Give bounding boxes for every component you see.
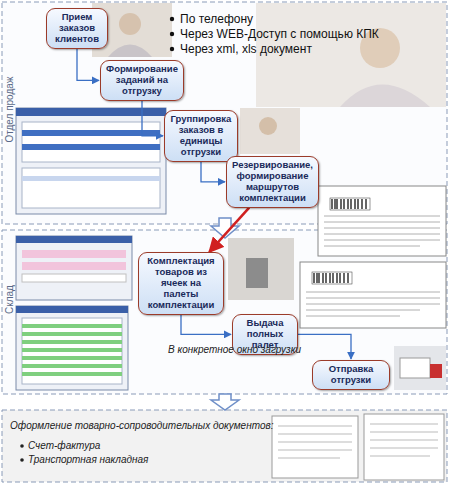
box-text: Группировка заказов в единицы отгрузки	[169, 114, 233, 158]
bullet-text: По телефону	[180, 12, 253, 26]
connector	[298, 334, 351, 359]
photo-headset	[240, 108, 300, 154]
table-lines	[278, 426, 352, 458]
sheet	[300, 262, 446, 328]
window	[16, 306, 128, 390]
box-text: Формирование заданий на отгрузку	[105, 64, 179, 97]
bullet	[20, 458, 24, 462]
connector	[142, 101, 163, 136]
section-label: Отдел продаж	[4, 50, 15, 170]
grid	[22, 122, 160, 162]
grid-rows	[22, 326, 122, 374]
photo-face	[259, 117, 277, 135]
table-lines	[306, 292, 440, 316]
table-lines	[324, 216, 440, 246]
window-title-bar	[16, 306, 128, 313]
barcode	[312, 272, 352, 284]
photo	[228, 238, 294, 300]
truck-body	[400, 358, 430, 378]
flow-arrow	[211, 394, 239, 410]
bullet	[20, 444, 24, 448]
photo	[240, 108, 300, 154]
bullet	[170, 17, 174, 21]
truck-cab	[430, 364, 442, 378]
document-sheet	[318, 186, 446, 256]
screenshot	[16, 236, 132, 300]
process-box: Резервирование, формирование маршрутов к…	[226, 156, 319, 208]
sheet	[364, 414, 444, 480]
section-label: Склад	[4, 240, 15, 360]
grid	[22, 318, 122, 384]
grid	[22, 168, 160, 208]
window-title-bar	[16, 236, 132, 243]
photo-body	[340, 85, 430, 108]
window	[16, 108, 166, 214]
screenshot	[16, 108, 166, 214]
sheet	[318, 186, 446, 256]
photo-truck	[394, 346, 446, 390]
connector	[77, 49, 99, 81]
window-title-bar	[16, 108, 166, 116]
heading-text: Оформление товарно-сопроводительных доку…	[10, 420, 273, 431]
sheet	[272, 416, 358, 478]
section-frame	[2, 410, 447, 482]
process-box: Отправка отгрузки	[312, 360, 390, 390]
box-text: Отправка отгрузки	[317, 364, 385, 386]
process-box: Прием заказов клиентов	[46, 8, 108, 49]
barcode-bars	[314, 273, 348, 283]
bullet	[170, 47, 174, 51]
box-text: Резервирование, формирование маршрутов к…	[231, 160, 314, 204]
box-text: Комплектация товаров из ячеек на палеты …	[143, 256, 219, 311]
bullet-text: Через WEB-Доступ с помощью КПК	[180, 27, 379, 41]
grid-row	[22, 250, 126, 258]
photo	[394, 346, 446, 390]
grid-row	[22, 262, 126, 270]
note-text: В конкретное окно загрузки	[168, 344, 301, 355]
window	[16, 236, 132, 300]
screenshot	[16, 306, 128, 390]
process-box: Комплектация товаров из ячеек на палеты …	[138, 252, 224, 315]
connector	[209, 208, 249, 252]
table-lines	[370, 424, 438, 456]
connector	[201, 162, 225, 182]
bullet-text: Транспортная накладная	[28, 454, 148, 465]
photo-face	[119, 13, 141, 35]
grid-row	[22, 144, 160, 150]
grid-row	[22, 130, 160, 136]
bullet-text: Счет-фактура	[28, 440, 100, 451]
document-thumbnail	[272, 414, 444, 480]
connector	[181, 315, 231, 335]
photo-body	[108, 45, 152, 58]
barcode-bars	[332, 199, 366, 209]
grid-row	[22, 176, 160, 181]
document-sheet	[300, 262, 446, 328]
barcode	[330, 198, 370, 210]
photo-scanner	[246, 258, 268, 288]
bullet-text: Через xml, xls документ	[180, 42, 312, 56]
photo-warehouse	[228, 238, 294, 300]
process-box: Формирование заданий на отгрузку	[100, 60, 184, 101]
box-text: Прием заказов клиентов	[51, 12, 103, 45]
grid-row	[22, 274, 126, 282]
process-box: Группировка заказов в единицы отгрузки	[164, 110, 238, 162]
bullet	[170, 32, 174, 36]
